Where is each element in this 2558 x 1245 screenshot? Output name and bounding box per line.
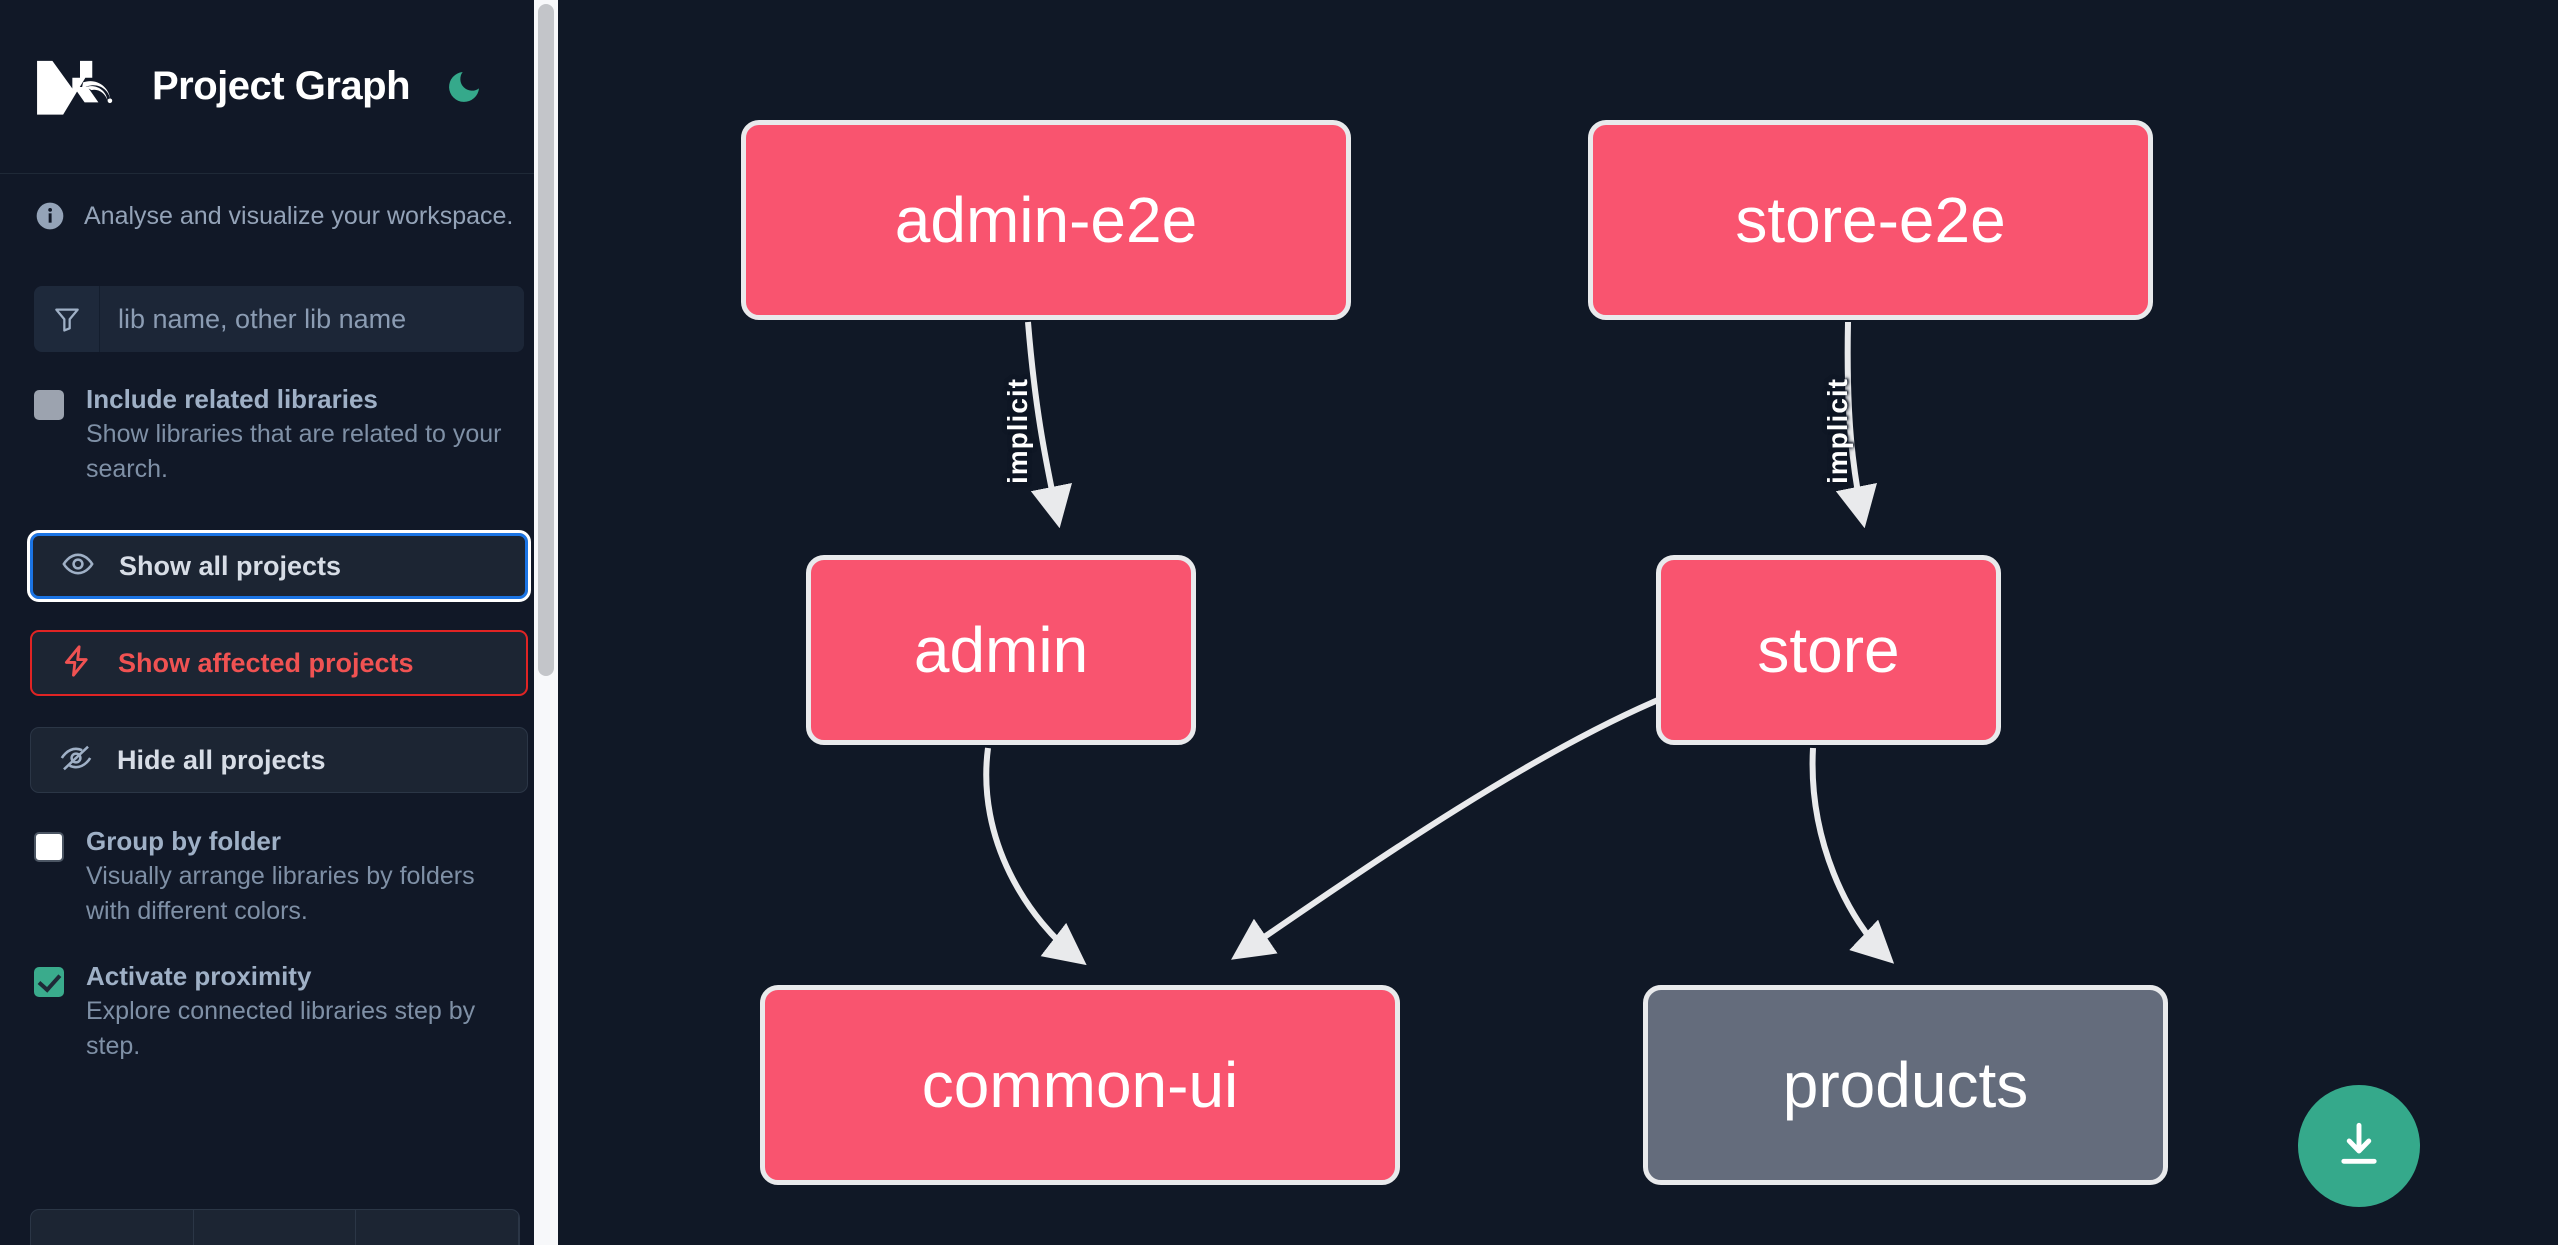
info-circle-icon: [34, 200, 66, 232]
edge-admin-to-common-ui: [983, 747, 1087, 966]
hide-all-projects-label: Hide all projects: [117, 744, 326, 775]
segment-3[interactable]: [356, 1210, 519, 1245]
checkbox-activate-proximity[interactable]: Activate proximity Explore connected lib…: [0, 959, 558, 1064]
show-all-projects-label: Show all projects: [119, 550, 342, 581]
checkbox-include-related-libraries-box[interactable]: [34, 390, 64, 420]
search-input[interactable]: [100, 286, 524, 352]
checkbox-description: Explore connected libraries step by step…: [86, 997, 476, 1061]
funnel-icon: [34, 286, 100, 352]
graph-node-label: admin: [913, 614, 1089, 686]
checkbox-group-by-folder-box[interactable]: [34, 832, 64, 863]
page-title: Project Graph: [152, 64, 411, 108]
edge-label-implicit-store: implicit: [1822, 378, 1853, 485]
nx-logo-icon: [34, 56, 126, 118]
checkbox-group-by-folder[interactable]: Group by folder Visually arrange librari…: [0, 824, 558, 929]
graph-node-products[interactable]: products: [1643, 985, 2168, 1185]
sidebar-info: Analyse and visualize your workspace.: [0, 174, 558, 232]
graph-node-label: store: [1757, 614, 1900, 686]
graph-node-store[interactable]: store: [1656, 555, 2001, 745]
graph-node-admin-e2e[interactable]: admin-e2e: [741, 120, 1351, 320]
visibility-button-stack: Show all projects Show affected projects: [0, 530, 558, 794]
download-icon: [2331, 1116, 2387, 1177]
checkbox-label: Activate proximity: [86, 961, 312, 992]
show-all-projects-button[interactable]: Show all projects: [27, 530, 531, 603]
segment-2[interactable]: [194, 1210, 357, 1245]
eye-slash-icon: [59, 741, 93, 780]
checkbox-activate-proximity-texts: Activate proximity Explore connected lib…: [86, 959, 516, 1064]
download-graph-button[interactable]: [2298, 1085, 2420, 1207]
segment-1[interactable]: [31, 1210, 194, 1245]
graph-node-common-ui[interactable]: common-ui: [760, 985, 1400, 1185]
checkbox-include-related-libraries-texts: Include related libraries Show libraries…: [86, 382, 516, 487]
checkbox-description: Show libraries that are related to your …: [86, 420, 502, 484]
checkbox-activate-proximity-box[interactable]: [34, 967, 64, 998]
graph-edges: [983, 321, 1895, 966]
graph-node-label: store-e2e: [1735, 184, 2006, 256]
edge-store-e2e-to-store: [1835, 321, 1878, 529]
project-graph-canvas[interactable]: admin-e2e store-e2e admin store common-u…: [558, 0, 2558, 1245]
moon-icon[interactable]: [444, 67, 484, 107]
scrollbar-thumb[interactable]: [538, 4, 554, 676]
hide-all-projects-button[interactable]: Hide all projects: [30, 727, 528, 794]
checkbox-label: Include related libraries: [86, 384, 378, 414]
graph-node-label: products: [1782, 1049, 2029, 1121]
show-affected-projects-button[interactable]: Show affected projects: [30, 630, 528, 697]
edge-store-to-common-ui: [1231, 697, 1660, 960]
show-affected-projects-label: Show affected projects: [118, 647, 414, 678]
sidebar-header: Project Graph: [0, 0, 558, 174]
sidebar-info-text: Analyse and visualize your workspace.: [84, 201, 514, 230]
edge-label-implicit-admin: implicit: [1002, 378, 1033, 485]
edge-store-to-products: [1809, 747, 1895, 964]
graph-node-admin[interactable]: admin: [806, 555, 1196, 745]
checkbox-description: Visually arrange libraries by folders wi…: [86, 862, 475, 926]
graph-node-store-e2e[interactable]: store-e2e: [1588, 120, 2153, 320]
sidebar-scrollbar[interactable]: [534, 0, 558, 1245]
sidebar: Project Graph Analyse and visualize your…: [0, 0, 558, 1245]
lightning-icon: [60, 644, 94, 683]
proximity-step-segmented-control[interactable]: [30, 1209, 520, 1245]
eye-icon: [61, 547, 95, 586]
checkbox-label: Group by folder: [86, 826, 281, 857]
graph-node-label: common-ui: [921, 1049, 1239, 1121]
edge-admin-e2e-to-admin: [1025, 321, 1073, 529]
checkbox-include-related-libraries[interactable]: Include related libraries Show libraries…: [0, 382, 558, 487]
filter-row: [34, 286, 524, 352]
checkbox-group-by-folder-texts: Group by folder Visually arrange librari…: [86, 824, 516, 929]
graph-node-label: admin-e2e: [894, 184, 1198, 256]
